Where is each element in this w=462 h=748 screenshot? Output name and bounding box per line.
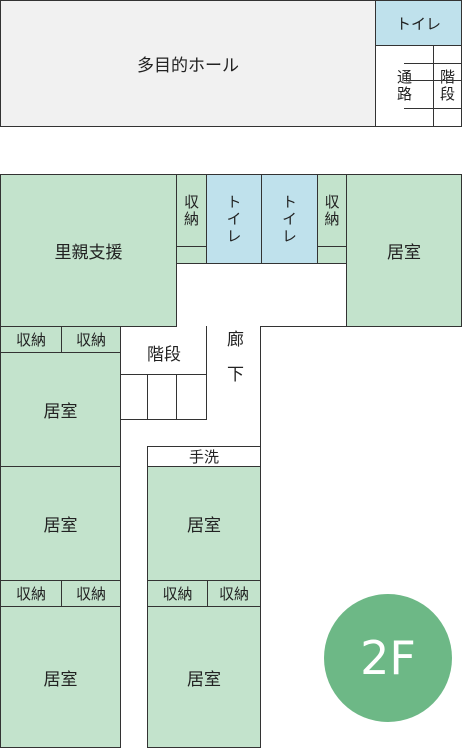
storage-top-left-lower	[176, 246, 207, 264]
main-stairs-label: 階段	[147, 345, 181, 365]
living-room-label: 居室	[43, 669, 78, 690]
living-room-label: 居室	[387, 243, 421, 263]
living-room-right-2: 居室	[147, 606, 261, 748]
storage-top-left: 収納	[176, 174, 207, 247]
corridor-label: 廊下	[223, 330, 243, 400]
upper-stairs-label: 階段	[438, 69, 456, 103]
stair-outline	[120, 419, 207, 420]
storage-left-b: 収納	[61, 326, 121, 353]
living-room-label: 居室	[43, 516, 78, 536]
stair-outline	[120, 374, 207, 375]
foster-support-room: 里親支援	[0, 174, 177, 327]
living-room-right-1: 居室	[147, 466, 261, 581]
stair-outline	[206, 326, 207, 420]
storage-label: 収納	[15, 585, 46, 603]
upper-stairs: 階段	[433, 45, 462, 127]
storage-label: 収納	[162, 585, 193, 603]
stair-tread	[147, 374, 148, 420]
storage-left-c: 収納	[0, 580, 62, 607]
stair-tread	[404, 80, 462, 81]
foster-support-label: 里親支援	[54, 243, 123, 263]
toilet-right: トイレ	[261, 174, 318, 264]
living-room-left-2: 居室	[0, 466, 121, 581]
living-room-left-3: 居室	[0, 606, 121, 748]
storage-right-b: 収納	[207, 580, 261, 607]
storage-label: 収納	[75, 331, 106, 349]
stair-tread	[404, 63, 462, 64]
storage-label: 収納	[75, 585, 106, 603]
floor-badge: 2F	[324, 594, 452, 722]
storage-left-a: 収納	[0, 326, 62, 353]
storage-label: 収納	[182, 193, 200, 228]
stair-tread	[176, 374, 177, 420]
storage-top-right-lower	[317, 246, 347, 264]
multipurpose-hall-label: 多目的ホール	[137, 56, 239, 76]
upper-toilet-label: トイレ	[395, 14, 441, 33]
stair-outline	[120, 326, 121, 748]
toilet-left: トイレ	[206, 174, 262, 264]
hand-wash-label: 手洗	[188, 448, 219, 466]
toilet-right-label: トイレ	[280, 193, 298, 245]
hand-wash: 手洗	[147, 446, 261, 467]
living-room-left-1: 居室	[0, 352, 121, 467]
storage-left-d: 収納	[61, 580, 121, 607]
storage-label: 収納	[322, 193, 341, 228]
storage-label: 収納	[218, 585, 249, 603]
living-room-label: 居室	[43, 402, 78, 422]
corridor-wall	[260, 326, 347, 327]
storage-right-a: 収納	[147, 580, 208, 607]
toilet-left-label: トイレ	[224, 193, 243, 245]
upper-passage: 通路	[375, 45, 434, 127]
multipurpose-hall: 多目的ホール	[0, 0, 376, 127]
upper-toilet: トイレ	[375, 0, 462, 46]
living-room-label: 居室	[187, 669, 221, 690]
stair-tread	[404, 108, 462, 109]
living-room-top-right: 居室	[346, 174, 462, 327]
storage-top-right: 収納	[317, 174, 347, 247]
storage-label: 収納	[15, 331, 46, 349]
upper-passage-label: 通路	[395, 69, 413, 103]
living-room-label: 居室	[187, 516, 221, 536]
